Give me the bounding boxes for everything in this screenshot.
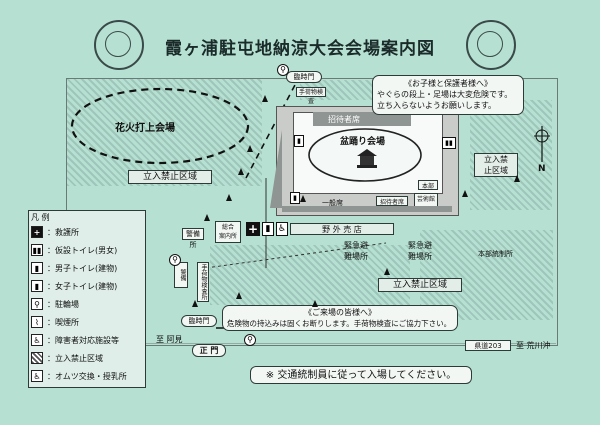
to-ami-label: 至 阿見 [156, 335, 183, 344]
cone-11-icon [192, 300, 198, 307]
notice-children: 《お子様と保護者様へ》 やぐらの段上・足場は大変危険です。 立ち入らないようお願… [372, 75, 524, 115]
cone-9-icon [384, 268, 390, 275]
legend-toilet-m-icon: ▮ [31, 262, 43, 274]
fence-line [205, 242, 387, 269]
toilet-marker-bottom-icon: ▮ [290, 192, 300, 204]
hall-building: 芸術館 [414, 193, 438, 207]
small-seat-box: 招待者席 [376, 196, 408, 206]
no-entry-label-2: 立入禁 止区域 [474, 153, 518, 177]
legend-toilet-mf-icon: ▮▮ [31, 244, 43, 256]
no-entry-2-line2: 止区域 [484, 166, 508, 175]
stalls-area: 野 外 売 店 [290, 223, 394, 235]
notice-children-line2: 立ち入らないようお願いします。 [377, 101, 497, 110]
notice-visitors: 《ご来場の皆様へ》 危険物の持込みは固くお断りします。手荷物検査にご協力下さい。 [222, 305, 458, 331]
no-entry-label-3: 立入禁止区域 [378, 278, 462, 292]
legend-item-label: ：オムツ交換・授乳所 [47, 372, 127, 381]
temporary-gate-bottom: 臨時門 [181, 315, 217, 327]
cone-10-icon [312, 300, 318, 307]
legend-bicycle-icon: ⚲ [31, 298, 43, 310]
compass-icon [534, 126, 550, 162]
left-seal-icon [94, 20, 144, 70]
legend-item-label: ：男子トイレ(建物) [47, 264, 118, 273]
guard-box: 警備 [174, 262, 188, 288]
shelter-1: 緊急避 難場所 [334, 240, 378, 266]
guest-stand-label: 招待者席 [328, 115, 360, 124]
notice-children-heading: 《お子様と保護者様へ》 [404, 79, 492, 88]
notice-visitors-heading: 《ご来場の皆様へ》 [304, 308, 376, 317]
yagura-icon [355, 148, 379, 170]
wheelchair-icon: ♿ [276, 222, 288, 236]
hatch-lower [210, 245, 410, 305]
legend-item-label: ：駐輪場 [47, 300, 79, 309]
bicycle-top-icon: ⚲ [277, 64, 289, 76]
toilet-icon: ▮ [262, 222, 274, 236]
page-title: 霞ヶ浦駐屯地納涼大会会場案内図 [165, 39, 435, 59]
hatch-fireworks-zone [67, 79, 262, 186]
bicycle-bottom-icon: ⚲ [244, 334, 256, 346]
legend-item-label: ：立入禁止区域 [47, 354, 103, 363]
baggage-check-top: 手荷物検査 [296, 87, 326, 105]
right-seal-icon [466, 20, 516, 70]
cone-5-icon [262, 95, 268, 102]
temporary-gate-top: 臨時門 [286, 71, 322, 83]
shelter-2-line2: 難場所 [408, 252, 432, 261]
shelter-2: 緊急避 難場所 [398, 240, 442, 266]
shelter-2-line1: 緊急避 [408, 241, 432, 250]
cone-2-icon [238, 168, 244, 175]
legend-diaper-icon: ♿ [31, 370, 43, 382]
general-seat-label: 一般席 [322, 199, 343, 207]
info-line2: 案内所 [218, 233, 237, 240]
cone-4-icon [204, 214, 210, 221]
toilet-marker-left-icon: ▮ [294, 135, 304, 147]
legend-title: 凡 例 [31, 213, 50, 222]
first-aid-icon: + [246, 222, 260, 236]
toilet-marker-right-icon: ▮▮ [442, 137, 456, 149]
main-tent: 本部 [418, 180, 438, 190]
security-post: 警備所 [182, 228, 204, 249]
notice-visitors-line1: 危険物の持込みは固くお断りします。手荷物検査にご協力下さい。 [227, 319, 452, 328]
guest-stand-strip [313, 112, 411, 126]
main-gate-label: 正 門 [192, 344, 226, 357]
notice-children-line1: やぐらの段上・足場は大変危険です。 [377, 90, 513, 99]
cone-8-icon [514, 175, 520, 182]
fireworks-area-label: 花火打上会場 [115, 123, 175, 134]
legend-item-label: ：喫煙所 [47, 318, 79, 327]
no-entry-2-line1: 立入禁 [484, 155, 508, 164]
legend-smoking-icon: ⌇ [31, 316, 43, 328]
notice-traffic: ※ 交通統制員に従って入場してください。 [250, 366, 472, 384]
bon-dance-label: 盆踊り会場 [340, 137, 386, 147]
legend-toilet-f-icon: ▮ [31, 280, 43, 292]
fireworks-safety-line [245, 82, 297, 179]
legend-first-aid-icon: + [31, 226, 43, 238]
fireworks-zone-outline [70, 87, 250, 165]
ramp-shape [270, 130, 282, 208]
shelter-1-line1: 緊急避 [344, 241, 368, 250]
east-area-label: 本部統制所 [478, 250, 513, 258]
no-entry-label-1: 立入禁止区域 [128, 170, 212, 184]
shelter-1-line2: 難場所 [344, 252, 368, 261]
legend-hatch-icon [31, 352, 43, 364]
baggage-check-vertical: 手荷物検査所 [197, 262, 209, 302]
info-center: 総合 案内所 [215, 221, 241, 243]
cone-3-icon [226, 194, 232, 201]
legend-box [28, 210, 146, 388]
to-arakawaoki-label: 至 荒川沖 [516, 341, 551, 350]
legend-wheelchair-icon: ♿ [31, 334, 43, 346]
legend-item-label: ：救護所 [47, 228, 79, 237]
cone-1-icon [247, 145, 253, 152]
cone-7-icon [462, 190, 468, 197]
legend-item-label: ：障害者対応施設等 [47, 336, 119, 345]
legend-item-label: ：仮設トイレ(男女) [47, 246, 118, 255]
legend-item-label: ：女子トイレ(建物) [47, 282, 118, 291]
bicycle-left-icon: ⚲ [169, 254, 181, 266]
stand-strip-bottom [282, 206, 452, 212]
info-line1: 総合 [221, 224, 234, 231]
cone-12-icon [236, 292, 242, 299]
cone-6-icon [300, 195, 306, 202]
compass-north-label: N [538, 164, 546, 174]
route-label: 県道203 [465, 340, 511, 351]
